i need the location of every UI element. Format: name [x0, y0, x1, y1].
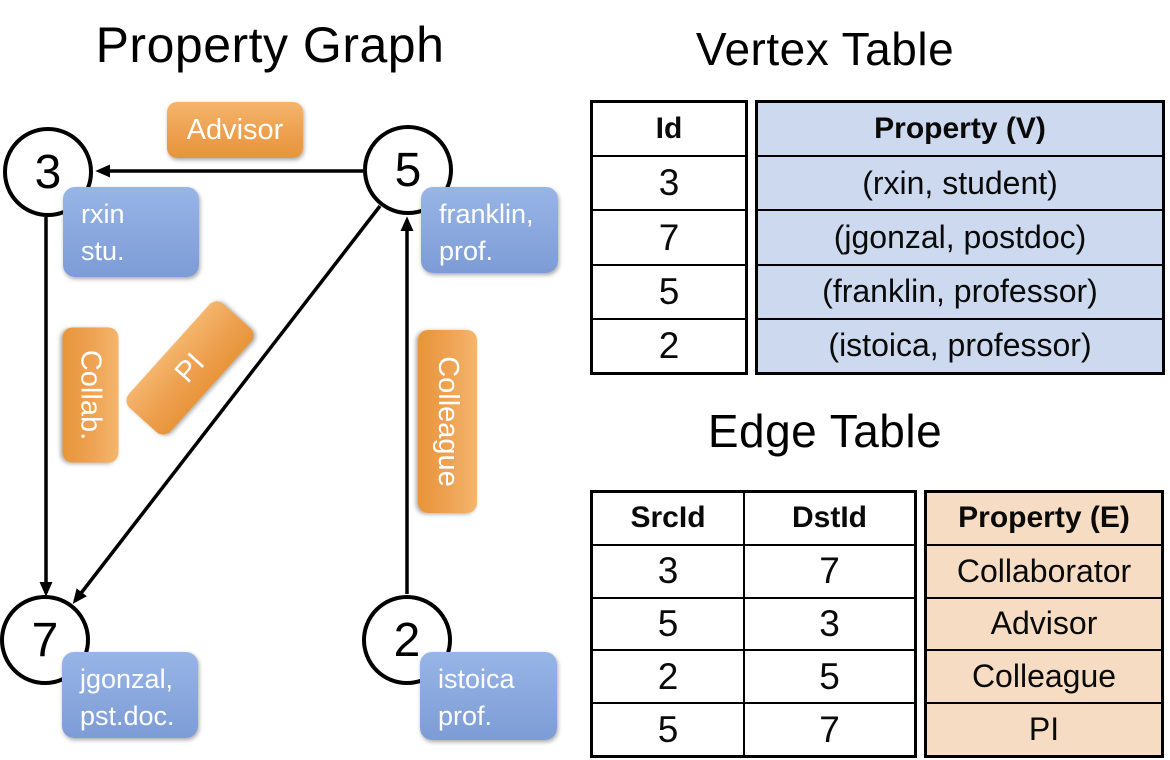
edge-table-dstid-cell: 7	[745, 546, 914, 599]
edge-table-srcid-cell: 5	[657, 708, 679, 750]
edge-table-property-header: Property (E)	[927, 493, 1161, 546]
property-graph-title: Property Graph	[95, 17, 445, 73]
edge-table-dstid-cell: 5	[745, 651, 914, 705]
vertex-table-id-cell: 5	[593, 266, 745, 320]
vertex-prop-line: pst.doc.	[80, 701, 175, 732]
vertex-prop-line: istoica	[438, 664, 515, 694]
edge-table-srcid-header: SrcId	[593, 493, 743, 546]
vertex-table-property-column: Property (V) (rxin, student) (jgonzal, p…	[755, 100, 1165, 375]
node-3-id: 3	[34, 145, 62, 199]
vertex-table-property-cell: (istoica, professor)	[828, 327, 1092, 364]
edge-table-title: Edge Table	[707, 405, 943, 457]
vertex-table-id-cell: 3	[593, 157, 745, 212]
edge-table-property-column: Property (E) Collaborator Advisor Collea…	[924, 490, 1164, 758]
node-5-id: 5	[394, 143, 422, 197]
edge-table-dstid-header: DstId	[745, 493, 914, 546]
vertex-prop-line: franklin,	[439, 199, 534, 229]
vertex-table-property-cell: (franklin, professor)	[758, 266, 1162, 320]
edge-table-dstid-column: DstId 7 3 5 7	[745, 493, 914, 755]
vertex-prop-box-2: istoica prof.	[420, 652, 557, 740]
node-7-id: 7	[31, 613, 59, 667]
vertex-prop-line: prof.	[438, 701, 493, 732]
edge-table-srcid-column: SrcId 3 5 2 5	[593, 493, 745, 755]
vertex-prop-line: prof.	[439, 236, 494, 267]
vertex-prop-line: rxin	[81, 199, 125, 229]
vertex-prop-box-7: jgonzal, pst.doc.	[62, 652, 198, 738]
edge-table-property-cell: Collaborator	[927, 546, 1161, 599]
edge-table-srcid-cell: 5	[593, 599, 743, 652]
edge-label-colleague: Colleague	[418, 330, 477, 513]
vertex-table-id-column: Id 3 7 5 2	[590, 100, 748, 375]
edge-table-property-cell: PI	[1028, 711, 1060, 748]
vertex-table-id-header: Id	[593, 103, 745, 158]
vertex-prop-box-3: rxin stu.	[63, 187, 199, 277]
edge-table-dstid-cell: 7	[819, 708, 840, 750]
vertex-prop-line: stu.	[81, 236, 125, 267]
edge-table-srcid-cell: 2	[593, 651, 743, 705]
edge-table-id-columns: SrcId 3 5 2 5 DstId 7 3 5 7	[590, 490, 917, 758]
edge-table-srcid-cell: 3	[593, 546, 743, 599]
vertex-prop-box-5: franklin, prof.	[421, 187, 558, 273]
edge-table-dstid-cell: 3	[745, 599, 914, 652]
node-2-id: 2	[393, 613, 421, 667]
vertex-table-property-header: Property (V)	[758, 103, 1162, 158]
graph-node-3: 3	[3, 127, 93, 217]
vertex-table-title: Vertex Table	[695, 23, 955, 75]
edge-label-collaborator: Collab.	[62, 327, 119, 463]
vertex-table-id-cell: 7	[593, 211, 745, 266]
vertex-table-id-cell: 2	[658, 324, 680, 366]
edge-table-property-cell: Colleague	[927, 651, 1161, 705]
edge-arrow-5-to-7	[72, 204, 382, 604]
vertex-table-property-cell: (rxin, student)	[758, 157, 1162, 212]
vertex-prop-line: jgonzal,	[80, 664, 174, 694]
vertex-table-property-cell: (jgonzal, postdoc)	[758, 211, 1162, 266]
edge-table-property-cell: Advisor	[927, 599, 1161, 652]
edge-label-advisor: Advisor	[167, 102, 303, 158]
